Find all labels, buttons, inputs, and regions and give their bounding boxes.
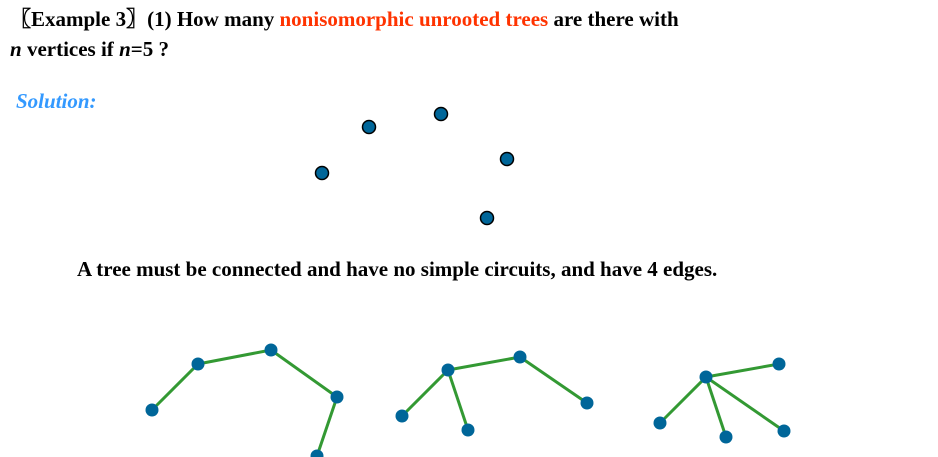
edge [446,369,470,431]
title-line-2: n vertices if n=5 ? [10,34,930,64]
edge [270,348,338,399]
vertex [264,343,278,357]
vertex [653,416,667,430]
vertex [479,210,495,226]
solution-label: Solution: [16,89,97,113]
vertex [310,449,324,457]
vertex [361,119,377,135]
example-title: 〖Example 3〗(1) How many nonisomorphic un… [10,4,930,64]
title-end: =5 ? [130,37,169,61]
tree-star [653,357,791,444]
vertex [191,357,205,371]
vertex [513,350,527,364]
vertex [580,396,594,410]
tree-degree-3 [395,350,594,437]
edge [447,355,521,372]
vertex [777,424,791,438]
edge [150,362,200,412]
edge [400,368,450,418]
title-var-n-2: n [119,37,131,61]
edge [704,376,728,438]
title-suffix: are there with [548,7,679,31]
vertex [441,363,455,377]
title-line-1: 〖Example 3〗(1) How many nonisomorphic un… [10,4,930,34]
edge [658,375,708,425]
vertex [499,151,515,167]
title-var-n: n [10,37,22,61]
vertex [699,370,713,384]
vertex [314,165,330,181]
edge [705,362,780,379]
tree-path [145,343,344,457]
vertex [330,390,344,404]
edge [315,396,339,457]
edge [705,375,785,433]
vertex [461,423,475,437]
vertex [433,106,449,122]
edge [197,348,272,366]
title-prefix: 〖Example 3〗(1) How many [10,7,280,31]
isolated-vertices [314,106,515,226]
title-highlight: nonisomorphic unrooted trees [279,7,549,31]
vertex [145,403,159,417]
title-mid: vertices if [21,37,120,61]
edge [519,355,588,405]
vertex [772,357,786,371]
vertex [395,409,409,423]
vertex [719,430,733,444]
tree-statement: A tree must be connected and have no sim… [77,257,718,281]
